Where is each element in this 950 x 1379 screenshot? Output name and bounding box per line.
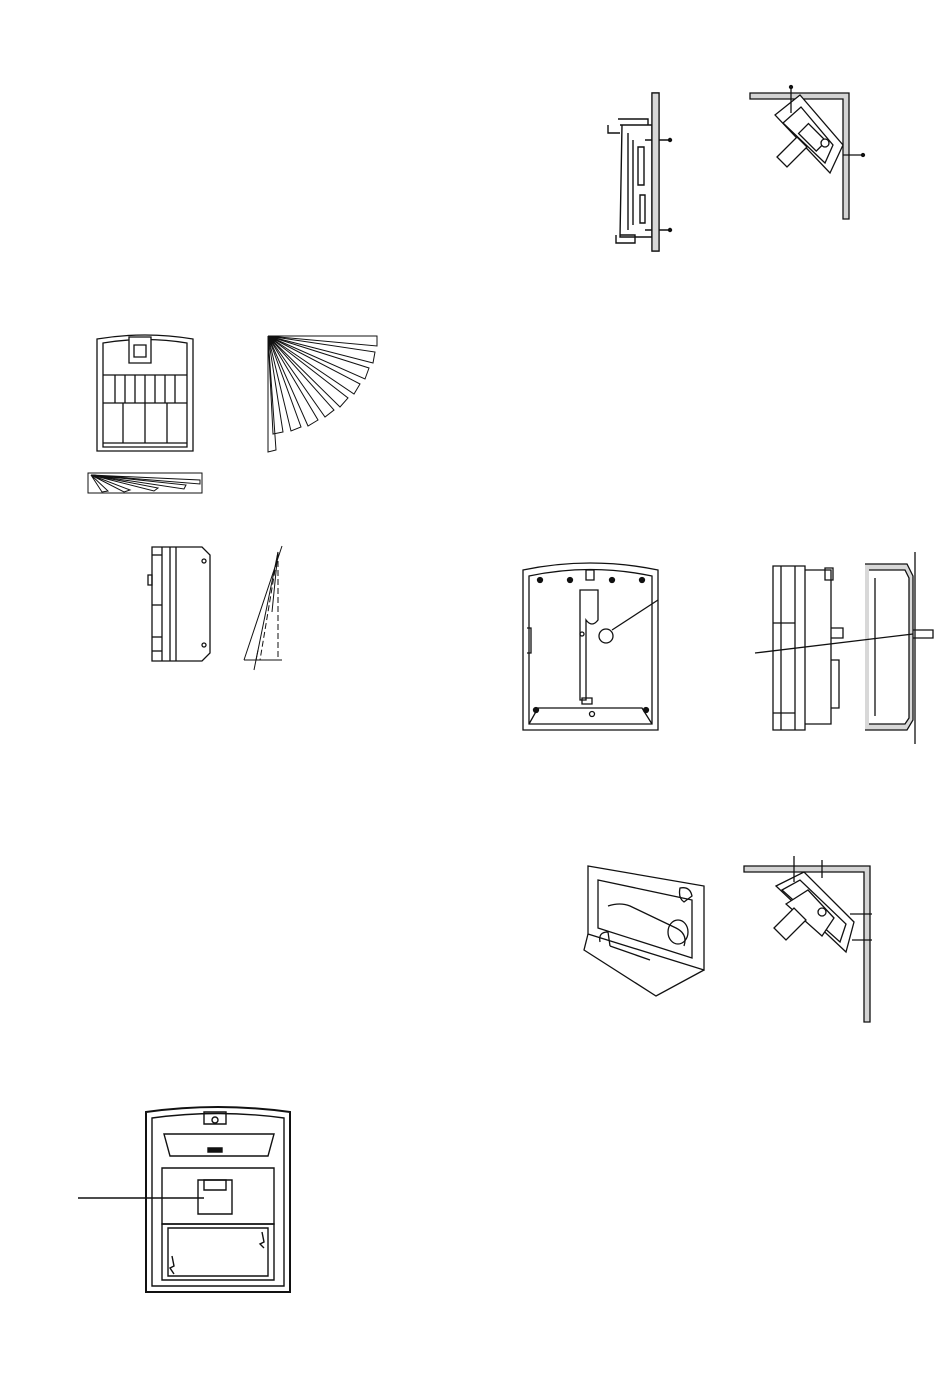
bracket-corner-mount-icon (742, 852, 882, 1027)
coverage-side-fan-icon (86, 470, 206, 496)
detector-wall-section (755, 548, 940, 746)
coverage-fan-icon (262, 330, 387, 460)
detector-profile-icon (148, 545, 214, 663)
tilt-angle-icon (238, 542, 288, 672)
coverage-top-view (262, 330, 387, 460)
coverage-side-view (86, 470, 206, 496)
corner-mount-top-view (745, 85, 870, 225)
fresnel-lens-icon (95, 333, 195, 455)
vertical-angle-diagram (238, 542, 288, 672)
lens-front-view (95, 333, 195, 455)
detector-open-front (78, 1106, 298, 1296)
detector-flat-wall-mount-icon (600, 85, 675, 255)
detector-corner-mount-icon (745, 85, 870, 225)
detector-side-profile (148, 545, 214, 663)
base-plate-rear-view (520, 558, 662, 733)
open-detector-icon (78, 1106, 298, 1296)
wall-mount-side-view (600, 85, 675, 255)
corner-bracket-icon (580, 862, 710, 1002)
bracket-corner-mount (742, 852, 882, 1027)
base-plate-icon (520, 558, 662, 733)
wall-section-icon (755, 548, 940, 746)
corner-bracket-view (580, 862, 710, 1002)
